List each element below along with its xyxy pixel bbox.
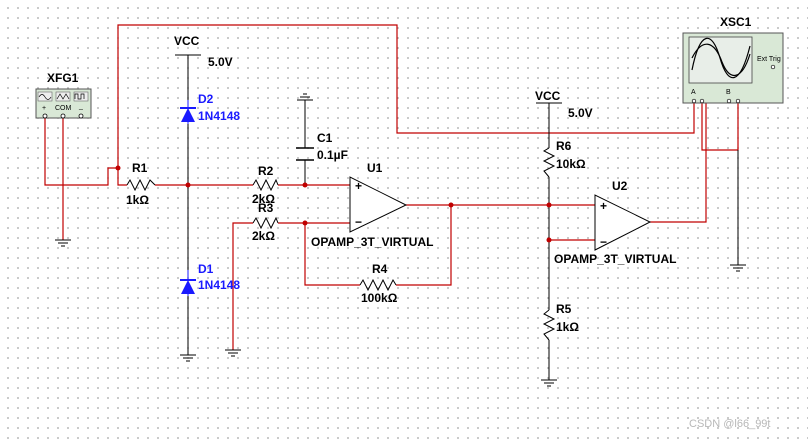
function-generator-xfg1[interactable]: XFG1 + COM _	[35, 71, 92, 119]
r6-value: 10kΩ	[556, 157, 586, 171]
c1-value: 0.1µF	[317, 148, 348, 162]
r3-ref: R3	[258, 201, 274, 215]
u1-part: OPAMP_3T_VIRTUAL	[311, 235, 433, 249]
watermark: CSDN @l66_99t	[689, 418, 770, 430]
r6-ref: R6	[556, 139, 572, 153]
ground-icon	[55, 239, 71, 247]
xsc1-channel-b: B	[726, 89, 731, 96]
ground-symbols	[55, 93, 746, 387]
vcc-right-value: 5.0V	[568, 106, 593, 120]
r1-value: 1kΩ	[126, 193, 149, 207]
diode-d1[interactable]: D1 1N4148	[180, 262, 240, 296]
r2-value: 2kΩ	[252, 192, 275, 206]
wire-junctions	[115, 165, 552, 243]
xsc1-ref: XSC1	[720, 15, 752, 29]
d1-part: 1N4148	[198, 278, 240, 292]
capacitor-c1[interactable]: C1 0.1µF	[296, 131, 348, 162]
ground-icon	[180, 354, 196, 362]
vcc-left-label: VCC	[174, 34, 200, 48]
red-wires	[44, 24, 739, 350]
vcc-left: VCC 5.0V	[174, 34, 233, 69]
d2-part: 1N4148	[198, 109, 240, 123]
xfg1-ref: XFG1	[47, 71, 79, 85]
r5-value: 1kΩ	[556, 320, 579, 334]
ground-icon	[541, 379, 557, 387]
xfg1-com: COM	[55, 105, 72, 112]
black-wires	[187, 55, 739, 380]
xsc1-channel-a: A	[691, 89, 696, 96]
r5-ref: R5	[556, 302, 572, 316]
resistor-r1[interactable]: R1 1kΩ	[126, 161, 156, 207]
vcc-right: VCC 5.0V	[535, 89, 593, 120]
svg-text:+: +	[600, 199, 607, 213]
svg-text:−: −	[355, 215, 362, 229]
resistor-r5[interactable]: R5 1kΩ	[542, 302, 579, 341]
square-wave-icon	[74, 93, 85, 100]
u1-ref: U1	[367, 161, 383, 175]
ground-icon	[730, 264, 746, 272]
diode-d2[interactable]: D2 1N4148	[180, 92, 240, 124]
ground-icon	[225, 349, 241, 357]
resistor-r2[interactable]: R2 2kΩ	[252, 164, 279, 206]
scope-trace-b	[691, 43, 751, 76]
u2-part: OPAMP_3T_VIRTUAL	[554, 252, 676, 266]
r4-value: 100kΩ	[361, 291, 398, 305]
xfg1-minus: _	[78, 103, 83, 110]
triangle-wave-icon	[56, 93, 70, 100]
r3-value: 2kΩ	[252, 229, 275, 243]
oscilloscope-xsc1[interactable]: XSC1 Ext Trig A B	[682, 15, 784, 104]
r4-ref: R4	[372, 262, 388, 276]
vcc-right-label: VCC	[535, 89, 561, 103]
d1-ref: D1	[198, 262, 214, 276]
r1-ref: R1	[132, 161, 148, 175]
xsc1-ext-trig: Ext Trig	[757, 56, 781, 63]
xfg1-plus: +	[42, 105, 46, 112]
d2-ref: D2	[198, 92, 214, 106]
resistor-r4[interactable]: R4 100kΩ	[359, 262, 398, 305]
svg-text:+: +	[355, 179, 362, 193]
resistor-r6[interactable]: R6 10kΩ	[542, 139, 586, 178]
vcc-left-value: 5.0V	[208, 55, 233, 69]
opamp-u1[interactable]: + − U1 OPAMP_3T_VIRTUAL	[311, 161, 433, 249]
resistor-r3[interactable]: R3 2kΩ	[252, 201, 279, 243]
c1-ref: C1	[317, 131, 333, 145]
opamp-u2[interactable]: + − U2 OPAMP_3T_VIRTUAL	[554, 179, 676, 266]
sine-wave-icon	[38, 94, 52, 100]
r2-ref: R2	[258, 164, 274, 178]
ground-icon	[297, 93, 313, 101]
svg-text:−: −	[600, 235, 607, 249]
u2-ref: U2	[612, 179, 628, 193]
